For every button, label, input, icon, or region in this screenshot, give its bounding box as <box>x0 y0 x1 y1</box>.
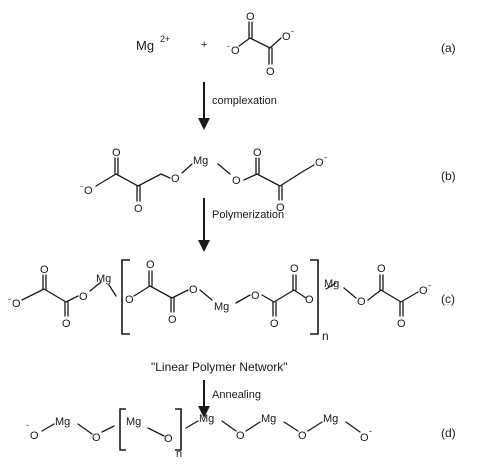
c-carbonyl-oxygen-8: O <box>397 318 406 330</box>
b-carbonyl-oxygen-2: O <box>134 203 143 215</box>
c-carbonyl-oxygen-6: O <box>290 263 299 275</box>
c-bridge-oxygen-4: O <box>251 290 260 302</box>
c-anion-oxygen-left-charge: - <box>8 294 11 304</box>
step-d: - O Mg O Mg O n Mg O Mg O Mg O - (d) <box>26 408 456 460</box>
step-label-b: (b) <box>441 169 456 183</box>
c-carbonyl-oxygen-1: O <box>40 264 49 276</box>
step-c: - O O O O Mg O O O O Mg O O O O n M <box>8 259 455 343</box>
b-anion-oxygen-right-charge: - <box>324 152 327 162</box>
c-bridge-oxygen-2: O <box>125 294 134 306</box>
d-magnesium-4: Mg <box>323 413 338 425</box>
complexation-label: complexation <box>212 95 277 107</box>
step-a: Mg 2+ + O O - O O - (a) <box>136 11 456 78</box>
c-carbonyl-oxygen-5: O <box>270 318 279 330</box>
d-terminal-oxygen-left-charge: - <box>26 420 29 430</box>
anion-oxygen-left-charge: - <box>227 41 230 51</box>
repeat-index-c: n <box>322 329 329 343</box>
b-anion-oxygen-right: O <box>315 157 324 169</box>
anion-oxygen-left: O <box>231 45 240 57</box>
step-label-c: (c) <box>441 292 455 306</box>
d-oxygen-3: O <box>298 430 307 442</box>
carbonyl-oxygen-bottom: O <box>266 66 275 78</box>
b-anion-oxygen-left-charge: - <box>80 181 83 191</box>
d-left-bracket <box>119 408 126 451</box>
anion-oxygen-right-charge: - <box>291 26 294 36</box>
d-magnesium-3: Mg <box>261 413 276 425</box>
polymerization-arrow: Polymerization <box>198 198 284 252</box>
d-magnesium-2: Mg <box>199 413 214 425</box>
b-carbonyl-oxygen-3: O <box>253 147 262 159</box>
b-carbonyl-oxygen-1: O <box>112 147 121 159</box>
annealing-arrow: Annealing <box>198 380 261 418</box>
c-anion-oxygen-right-charge: - <box>428 280 431 290</box>
d-oxygen-2: O <box>236 430 245 442</box>
d-magnesium-1: Mg <box>55 416 70 428</box>
c-bridge-oxygen-5: O <box>305 294 314 306</box>
anion-oxygen-right: O <box>282 31 291 43</box>
c-carbonyl-oxygen-3: O <box>146 259 155 271</box>
d-magnesium-repeat: Mg <box>126 416 141 428</box>
c-magnesium-center: Mg <box>214 301 229 313</box>
polymerization-label: Polymerization <box>212 209 284 221</box>
d-oxygen-repeat: O <box>164 433 173 445</box>
b-anion-oxygen-left: O <box>84 185 93 197</box>
d-terminal-oxygen-right-charge: - <box>369 426 372 436</box>
repeat-index-d: n <box>176 448 182 460</box>
d-right-bracket <box>175 408 182 451</box>
c-magnesium-left: Mg <box>96 273 111 285</box>
c-carbonyl-oxygen-7: O <box>377 263 386 275</box>
c-bridge-oxygen-3: O <box>189 284 198 296</box>
magnesium-ion-charge: 2+ <box>160 34 170 44</box>
annealing-label: Annealing <box>212 389 261 401</box>
step-b: - O O O O Mg O O O O - (b) <box>80 147 456 215</box>
c-bridge-oxygen-6: O <box>357 296 366 308</box>
b-bridge-oxygen-left: O <box>171 173 180 185</box>
d-terminal-oxygen-right: O <box>360 432 369 444</box>
c-carbonyl-oxygen-2: O <box>62 318 71 330</box>
b-bridge-oxygen-right: O <box>232 175 241 187</box>
d-terminal-oxygen-left: O <box>30 430 39 442</box>
c-carbonyl-oxygen-4: O <box>168 314 177 326</box>
c-magnesium-right: Mg <box>324 278 339 290</box>
left-bracket <box>121 259 130 335</box>
carbonyl-oxygen-top: O <box>246 11 255 23</box>
c-bridge-oxygen-1: O <box>79 291 88 303</box>
oxalate-anion: O O - O O - <box>227 11 294 78</box>
c-anion-oxygen-right: O <box>419 285 428 297</box>
complexation-arrow: complexation <box>198 82 277 130</box>
right-bracket <box>310 259 319 335</box>
plus-sign: + <box>201 39 207 51</box>
b-magnesium: Mg <box>193 155 208 167</box>
step-label-a: (a) <box>441 41 456 55</box>
b-carbonyl-oxygen-4: O <box>276 202 285 214</box>
step-label-d: (d) <box>441 426 456 440</box>
c-anion-oxygen-left: O <box>12 298 21 310</box>
d-oxygen-1: O <box>92 432 101 444</box>
linear-polymer-network-caption: "Linear Polymer Network" <box>151 360 288 374</box>
magnesium-ion-label: Mg <box>136 38 154 53</box>
